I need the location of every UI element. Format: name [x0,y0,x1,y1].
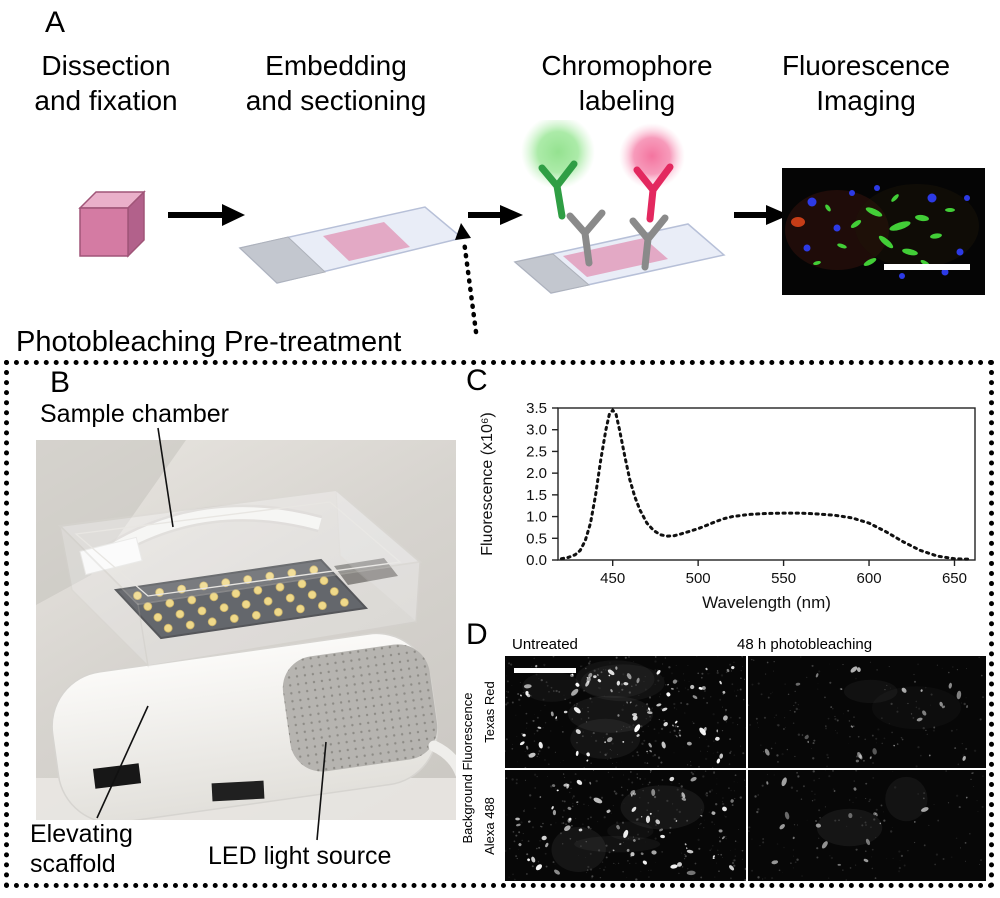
svg-text:650: 650 [942,570,967,587]
step-title-fluorescence: Fluorescence Imaging [781,50,951,116]
green-fluorophore-glow [521,120,595,189]
fluorescence-micrograph-image [782,168,985,295]
primary-antibody-icon [566,209,606,267]
svg-text:1.0: 1.0 [526,509,547,526]
spectrum-chart: 450 500 550 600 650 0.0 0.5 1.0 1.5 2.0 2.5 3.0 3.5W… [479,400,976,612]
step-title-dissection: Dissection and fixation [34,50,178,116]
red-fluorophore-glow [619,123,685,189]
slide-with-section-icon [238,206,464,284]
group-label-background-fluorescence: Background Fluorescence [460,692,475,844]
antibody-labeling-icon [513,120,726,294]
arrow-right-icon [734,205,789,225]
red-secondary-antibody-icon [633,163,674,223]
power-cable [428,740,456,777]
pretreatment-box [4,360,994,888]
tissue-cube-icon [78,190,146,258]
panel-b-label: B [50,366,71,399]
sample-chamber-label: Sample chamber [40,400,229,428]
svg-text:3.5: 3.5 [526,400,547,417]
svg-text:600: 600 [857,570,882,587]
led-board [113,558,369,640]
clip-icon [211,780,265,802]
pretreatment-heading: Photobleaching Pre-treatment [16,326,402,358]
scale-bar [884,264,970,270]
svg-text:2.5: 2.5 [526,443,547,460]
arrow-right-icon [468,205,523,225]
row-label-alexa-488: Alexa 488 [482,797,497,855]
pretreatment-dotted-arrow-icon [455,223,479,335]
micrograph-untreated-texas-red [505,656,746,768]
svg-text:Fluorescence (x10⁶): Fluorescence (x10⁶) [479,412,496,556]
svg-text:2.0: 2.0 [526,465,547,482]
svg-text:550: 550 [771,570,796,587]
svg-text:0.5: 0.5 [526,530,547,547]
svg-text:3.0: 3.0 [526,422,547,439]
svg-text:Wavelength (nm): Wavelength (nm) [702,593,831,612]
row-label-texas-red: Texas Red [482,681,497,743]
sample-chamber-box [57,488,423,669]
arrow-right-icon [168,204,245,226]
svg-text:1.5: 1.5 [526,487,547,504]
panel-c-label: C [466,364,488,397]
device-photo-graphics [36,440,456,820]
scale-bar [514,668,576,673]
device-photo [36,440,456,820]
label-tape [79,536,143,576]
green-secondary-antibody-icon [538,160,578,220]
step-title-embedding: Embedding and sectioning [245,50,427,116]
photo-shadow [36,440,186,605]
primary-antibody-icon [629,214,669,271]
fluorescence-micrograph-graphics [785,184,979,279]
svg-text:450: 450 [600,570,625,587]
elevating-scaffold-label: Elevating scaffold [30,820,133,878]
led-array-icon [133,565,349,633]
panel-a-label: A [45,6,66,39]
led-light-source-label: LED light source [208,842,392,870]
svg-text:500: 500 [686,570,711,587]
step-title-chromophore: Chromophore labeling [541,50,713,116]
panel-a-graphics [78,120,789,335]
micrograph-photobleached-texas-red [748,656,986,768]
column-header-photobleached: 48 h photobleaching [737,636,873,653]
column-header-untreated: Untreated [512,636,578,653]
micrograph-photobleached-alexa-488 [748,770,986,881]
micrograph-untreated-alexa-488 [505,770,746,881]
panel-d-label: D [466,618,488,651]
svg-text:0.0: 0.0 [526,552,547,569]
